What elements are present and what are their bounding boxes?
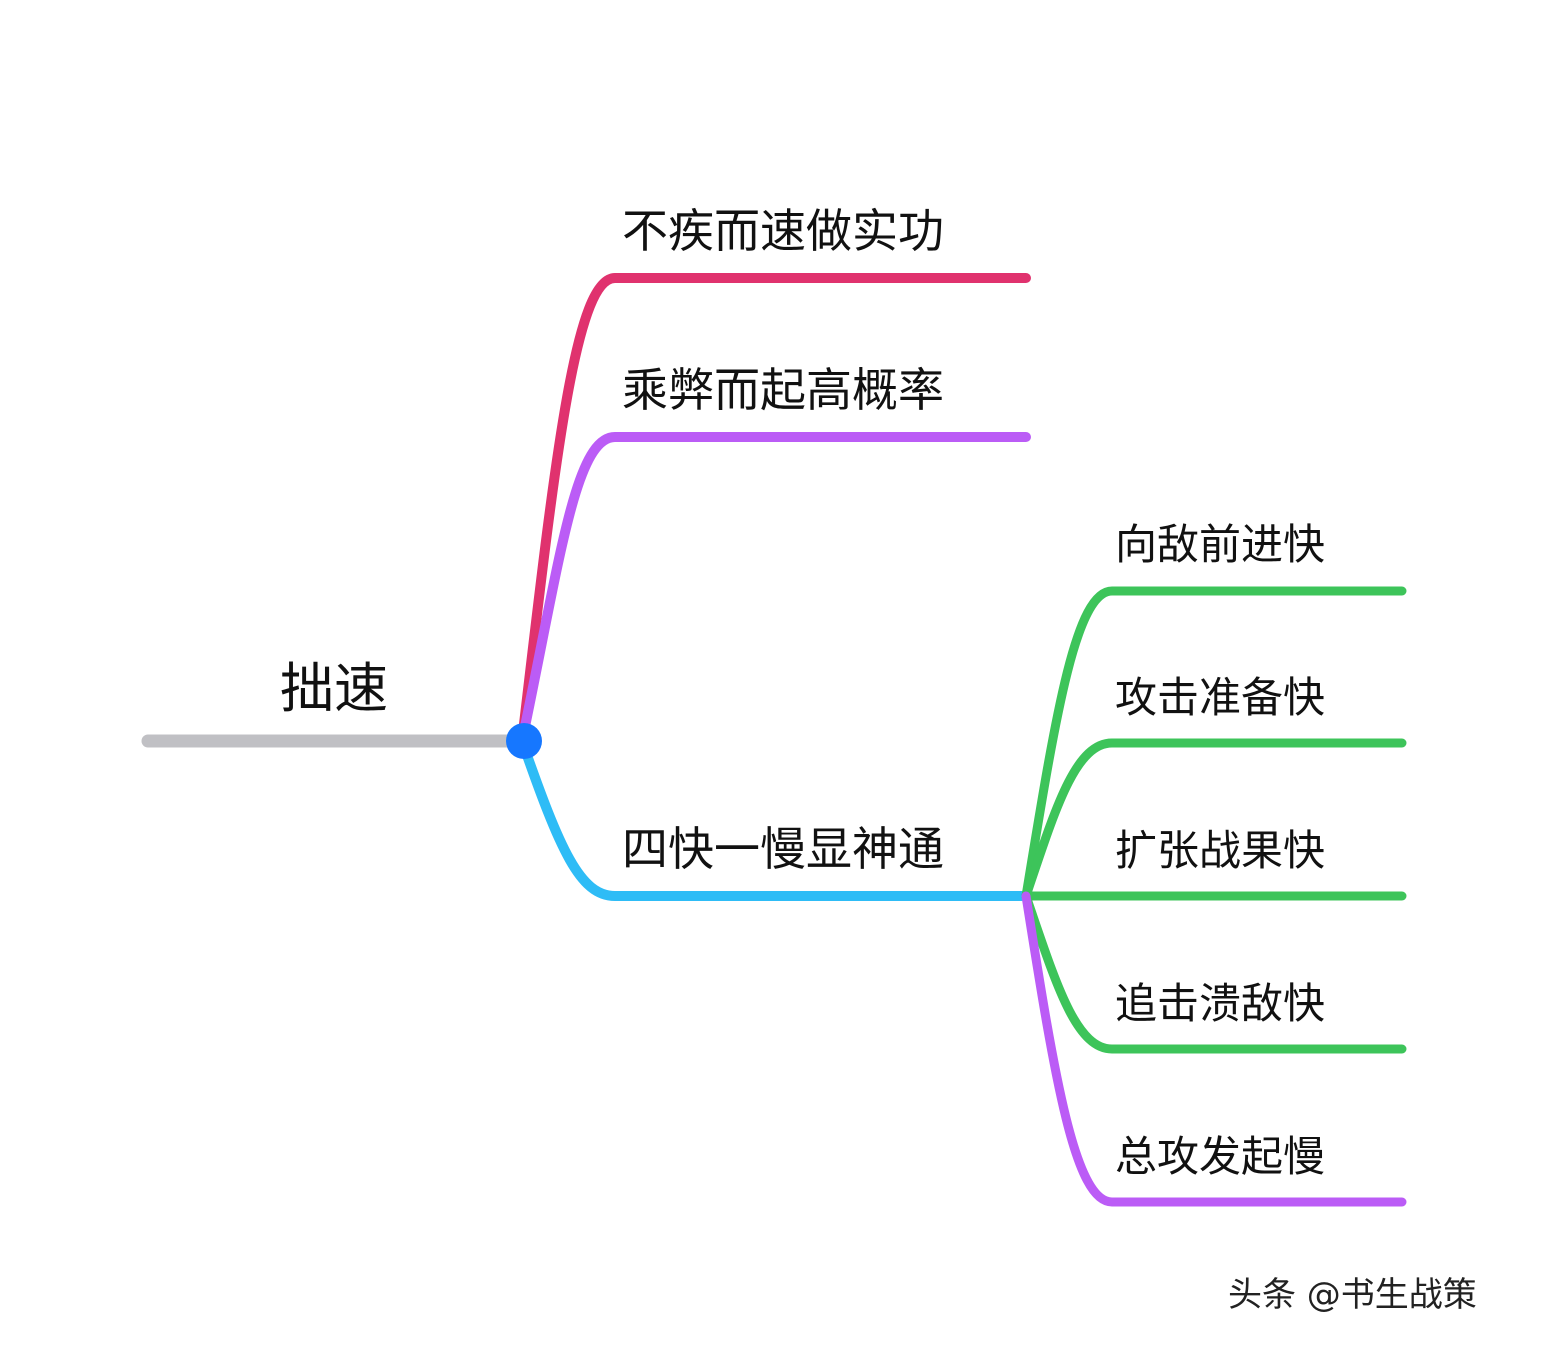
root-topic-label[interactable]: 拙速	[280, 657, 388, 720]
sub-topic-label[interactable]: 追击溃敌快	[1115, 979, 1326, 1028]
sub-branch-connector-line	[1021, 891, 1407, 1207]
branch-connector-line	[517, 273, 1031, 746]
sub-branch-connector-line	[1021, 738, 1407, 901]
sub-topic-label[interactable]: 总攻发起慢	[1115, 1132, 1326, 1181]
branch-connector-line	[517, 432, 1031, 746]
branch-connector-line	[517, 736, 1031, 901]
branch-topic-label[interactable]: 不疾而速做实功	[622, 204, 944, 258]
root-junction-node[interactable]	[506, 723, 542, 759]
watermark: 头条 @书生战策	[1228, 1275, 1477, 1315]
branch-topic-label[interactable]: 四快一慢显神通	[622, 822, 944, 876]
sub-topic-label[interactable]: 向敌前进快	[1115, 520, 1326, 569]
sub-topic-label[interactable]: 攻击准备快	[1115, 673, 1326, 722]
branch-topic-label[interactable]: 乘弊而起高概率	[622, 363, 944, 417]
sub-branch-connector-line	[1021, 891, 1407, 1054]
sub-branch-connector-line	[1021, 586, 1407, 901]
sub-topic-label[interactable]: 扩张战果快	[1115, 826, 1326, 875]
